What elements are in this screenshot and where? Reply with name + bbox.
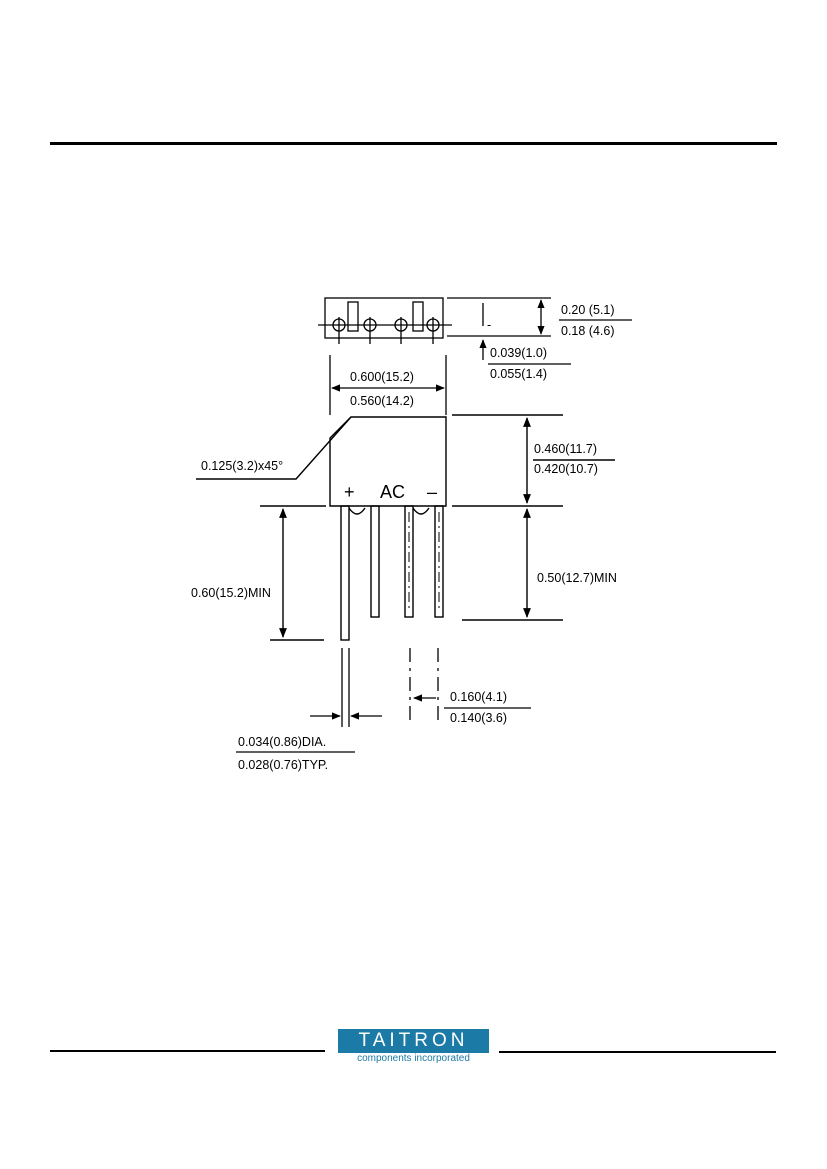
width-top-label: 0.600(15.2) bbox=[350, 370, 414, 384]
top-view-body bbox=[324, 297, 444, 339]
top-view-lead-slot bbox=[412, 301, 424, 332]
header-rule bbox=[50, 142, 777, 145]
pin-label-plus: + bbox=[344, 482, 355, 502]
lead-dia-top-label: 0.034(0.86)DIA. bbox=[238, 735, 326, 749]
lead-dia-bottom-label: 0.028(0.76)TYP. bbox=[238, 758, 328, 772]
lead bbox=[370, 505, 380, 618]
footer-rule-right bbox=[499, 1051, 776, 1053]
height-top-label: 0.20 (5.1) bbox=[561, 303, 615, 317]
pin-label-minus: – bbox=[427, 482, 437, 502]
logo-tagline: components incorporated bbox=[357, 1053, 470, 1064]
top-view-side-mark: - bbox=[487, 318, 491, 332]
width-bottom-label: 0.560(14.2) bbox=[350, 394, 414, 408]
lead bbox=[404, 505, 414, 618]
pitch-bottom-label: 0.140(3.6) bbox=[450, 711, 507, 725]
pitch-top-label: 0.160(4.1) bbox=[450, 690, 507, 704]
lead-minus bbox=[434, 505, 444, 618]
front-view-body bbox=[329, 416, 447, 507]
lead-plus bbox=[340, 505, 350, 641]
lead-length-right-label: 0.50(12.7)MIN bbox=[537, 571, 617, 585]
front-view bbox=[196, 414, 615, 641]
chamfer-leader bbox=[196, 416, 352, 480]
top-view bbox=[318, 297, 632, 365]
lead-length-left-label: 0.60(15.2)MIN bbox=[191, 586, 271, 600]
logo-name: TAITRON bbox=[338, 1029, 489, 1053]
taitron-logo: TAITRON components incorporated bbox=[338, 1029, 489, 1064]
footer-rule-left bbox=[50, 1050, 325, 1052]
pin-label-ac: AC bbox=[380, 482, 405, 502]
pin-offset-bottom-label: 0.055(1.4) bbox=[490, 367, 547, 381]
body-height-top-label: 0.460(11.7) bbox=[534, 442, 597, 456]
pin-offset-top-label: 0.039(1.0) bbox=[490, 346, 547, 360]
chamfer-label: 0.125(3.2)x45° bbox=[201, 459, 283, 473]
body-height-bottom-label: 0.420(10.7) bbox=[534, 462, 598, 476]
height-bottom-label: 0.18 (4.6) bbox=[561, 324, 615, 338]
top-view-lead-slot bbox=[347, 301, 359, 332]
